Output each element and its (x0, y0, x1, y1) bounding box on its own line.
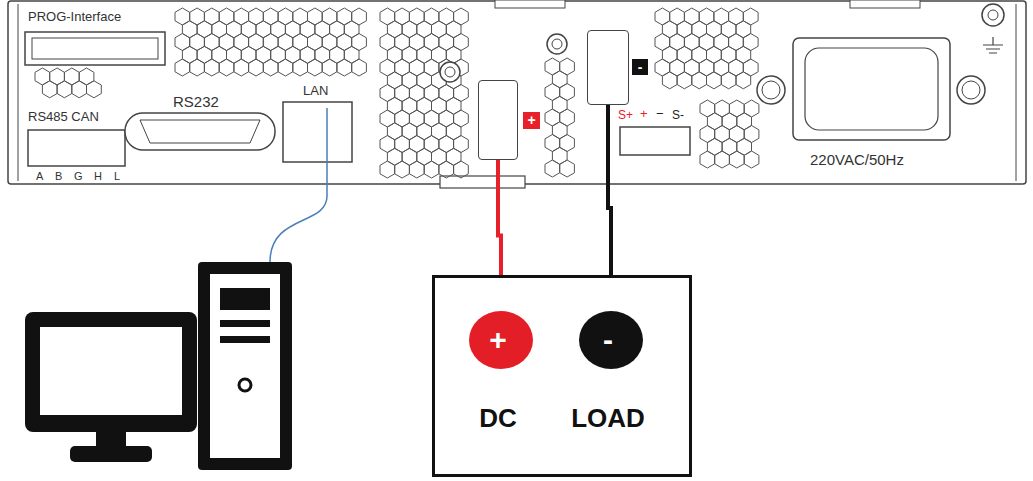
lan-cable (270, 108, 327, 262)
vent-hole (707, 72, 722, 89)
vent-hole (308, 59, 323, 76)
vent-hole (322, 59, 337, 76)
db9-connector (125, 113, 275, 150)
screw-head (552, 39, 562, 49)
vent-hole (380, 161, 395, 178)
tower-case (198, 262, 292, 470)
vent-hole (395, 161, 410, 178)
monitor-neck (96, 432, 126, 448)
vent-hole (662, 72, 677, 89)
vent-hole (234, 59, 249, 76)
drive-slot (220, 336, 270, 343)
panel-label: − (656, 107, 664, 121)
panel-label: PROG-Interface (28, 10, 121, 24)
tower-front (210, 274, 280, 458)
ground-stud-inner (988, 10, 998, 20)
terminal-circle: - (579, 311, 643, 369)
vent-hole (175, 59, 190, 76)
prog-connector-inner (32, 38, 158, 59)
drive-slot (220, 320, 270, 327)
ground-symbol (983, 37, 1003, 53)
panel-label: LAN (303, 84, 328, 98)
output-terminal: + (478, 80, 518, 160)
panel-label: G (74, 170, 83, 182)
panel-label: RS232 (173, 94, 219, 111)
vent-hole (700, 151, 715, 168)
panel-tab (850, 0, 920, 8)
panel-tab (495, 0, 565, 8)
panel-label: S- (672, 109, 684, 122)
vent-hole (263, 59, 278, 76)
panel-label: + (640, 107, 648, 121)
node-text: LOAD (553, 401, 663, 435)
vent-hole (190, 59, 205, 76)
panel-label: S+ (618, 109, 633, 122)
vent-hole (337, 59, 352, 76)
panel-label: RS485 CAN (28, 110, 99, 124)
vent-hole (87, 81, 102, 98)
dc-load-box: DC LOAD +- (432, 275, 692, 477)
vent-hole (677, 72, 692, 89)
screw-head (762, 81, 780, 99)
vent-hole (57, 81, 72, 98)
vent-hole (729, 151, 744, 168)
screw (440, 62, 460, 82)
vent-hole (42, 81, 57, 98)
panel-label: H (94, 170, 102, 182)
vent-hole (721, 72, 736, 89)
power-button (239, 379, 251, 391)
node-text: + (523, 112, 540, 129)
vent-hole (736, 72, 751, 89)
monitor-screen (40, 327, 182, 415)
monitor-base (70, 446, 152, 462)
panel-label: 220VAC/50Hz (810, 152, 904, 169)
vent-hole (278, 59, 293, 76)
vent-hole (545, 160, 560, 177)
panel-label: L (114, 170, 120, 182)
node-text: - (579, 311, 637, 369)
ac-inlet-inner (805, 48, 938, 130)
screw (547, 34, 567, 54)
node-text: DC (458, 401, 538, 435)
vent-hole (293, 59, 308, 76)
vent-hole (439, 161, 454, 178)
ground-stud (982, 4, 1004, 26)
vent-hole (249, 59, 264, 76)
panel-label: B (55, 170, 62, 182)
output-terminal: - (587, 30, 629, 105)
panel-foot (440, 176, 525, 188)
drive-bay (220, 288, 270, 310)
panel-edge (1016, 4, 1017, 181)
monitor-frame (25, 312, 197, 432)
sense-terminal (620, 127, 690, 155)
rs485-terminal (28, 130, 125, 166)
node-text: + (469, 311, 527, 369)
screw-head (962, 81, 980, 99)
ac-inlet (793, 38, 950, 140)
panel-label: A (36, 170, 43, 182)
vent-hole (409, 161, 424, 178)
screw (957, 76, 985, 104)
vent-hole (692, 72, 707, 89)
vent-hole (560, 160, 575, 177)
vent-hole (424, 161, 439, 178)
lan-port (283, 102, 352, 162)
vent-hole (454, 161, 469, 178)
terminal-circle: + (469, 311, 533, 369)
vent-hole (715, 151, 730, 168)
screw (757, 76, 785, 104)
prog-connector (25, 32, 165, 65)
node-text: - (632, 59, 648, 75)
db9-shell (140, 120, 260, 143)
vent-hole (744, 151, 759, 168)
panel-housing (8, 1, 1026, 184)
screw-head (445, 67, 455, 77)
vent-hole (72, 81, 87, 98)
vent-hole (219, 59, 234, 76)
vent-hole (352, 59, 367, 76)
vent-hole (204, 59, 219, 76)
panel-edge (18, 4, 19, 181)
